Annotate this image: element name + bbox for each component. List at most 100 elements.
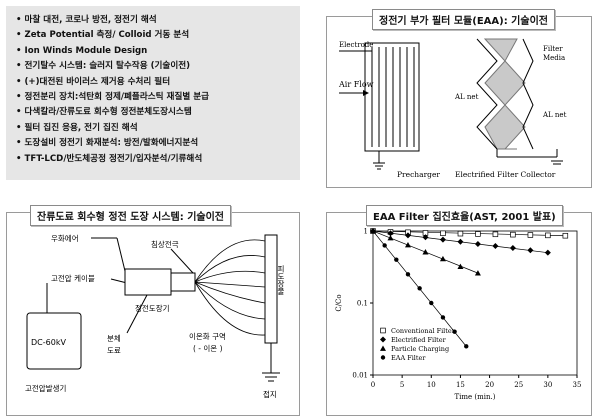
filter-label-1: Filter: [543, 45, 563, 53]
chart-title: EAA Filter 집진효율(AST, 2001 발표): [366, 205, 563, 226]
data-point: [475, 231, 481, 237]
ground-icon: [373, 151, 385, 170]
legend-entry: Electrified Filter: [391, 336, 447, 344]
data-point: [405, 272, 411, 277]
al-net-label-right: AL net: [542, 111, 567, 119]
legend-marker: [380, 327, 386, 334]
data-point: [422, 249, 429, 255]
needle-leader: [170, 248, 194, 274]
legend-marker: [380, 355, 386, 360]
data-point: [440, 315, 446, 320]
data-point: [527, 232, 534, 238]
bullet-item: (+)대전된 바이러스 제거용 수처리 필터: [16, 75, 294, 90]
data-point: [417, 286, 422, 291]
data-point: [527, 247, 534, 254]
electrode-label: Electrode: [339, 41, 373, 49]
y-tick-label: 0.1: [357, 300, 368, 308]
data-point: [457, 238, 464, 245]
legend-entry: EAA Filter: [391, 354, 426, 362]
bullet-item: Zeta Potential 측정/ Colloid 거동 분석: [16, 28, 294, 43]
data-point: [387, 234, 394, 241]
ground-label: 접지: [263, 390, 277, 399]
spray-gun-nozzle: [170, 272, 196, 292]
data-point: [404, 232, 411, 239]
x-axis-label: Time (min.): [455, 393, 496, 401]
psu-label: DC-60kV: [31, 338, 66, 347]
legend-marker: [380, 336, 386, 343]
generator-label: 고전압발생기: [25, 383, 66, 393]
eaa-panel: Electrode Air Flow Precharger Filter Med…: [326, 16, 592, 188]
data-point: [440, 230, 446, 237]
data-point: [387, 230, 394, 237]
precharger-label: Precharger: [397, 170, 440, 179]
hv-cable-label: 고전압 케이블: [51, 273, 95, 283]
collector-label: Electrified Filter Collector: [455, 170, 556, 179]
data-point: [492, 231, 499, 238]
workpiece-label: 피도장물: [277, 265, 286, 296]
al-net-left: [476, 38, 498, 150]
x-tick-label: 35: [573, 381, 582, 389]
powder-label-1: 분체: [107, 333, 121, 343]
data-point: [510, 231, 516, 238]
needle-electrode-label: 침상전극: [151, 239, 179, 249]
data-point: [464, 344, 469, 349]
x-tick-label: 5: [400, 381, 404, 389]
feature-list: 마찰 대전, 코로나 방전, 정전기 해석Zeta Potential 측정/ …: [6, 6, 300, 180]
y-tick-label: 0.01: [352, 372, 368, 380]
x-tick-label: 20: [485, 381, 494, 389]
spray-gun-body: [124, 268, 172, 296]
legend-entry: Particle Charging: [391, 345, 449, 353]
data-point: [394, 257, 399, 262]
bullet-item: 마찰 대전, 코로나 방전, 정전기 해석: [16, 13, 294, 28]
precharger-frame: [364, 42, 420, 152]
power-supply-box: [26, 312, 82, 370]
bullet-item: TFT-LCD/반도체공정 정전기/입자분석/기류해석: [16, 152, 294, 167]
ion-zone-label: 이온화 구역: [189, 331, 226, 341]
bullet-item: 필터 집진 응용, 전기 집진 해석: [16, 121, 294, 136]
coating-panel: 우화에어 고전압 케이블 정전도장기 침상전극 피도장물 접지 분체: [6, 212, 300, 416]
data-point: [429, 300, 434, 306]
eaa-diagram: Electrode Air Flow Precharger Filter Med…: [338, 38, 567, 179]
field-lines: [194, 239, 266, 336]
data-point: [509, 245, 516, 252]
data-point: [439, 255, 446, 262]
data-point: [404, 241, 411, 248]
al-net-right: [522, 38, 534, 150]
neg-ion-label: ( - 이온 ): [193, 343, 223, 353]
data-point: [492, 242, 499, 249]
x-tick-label: 25: [514, 381, 523, 389]
compressed-air-label: 우화에어: [51, 233, 79, 243]
x-tick-label: 0: [371, 381, 375, 389]
legend-marker: [380, 345, 386, 351]
bullet-item: 정전분리 장치:석탄회 정제/폐플라스틱 재질별 분급: [16, 90, 294, 105]
workpiece-plate: [264, 234, 278, 344]
x-tick-label: 10: [427, 381, 436, 389]
bullet-item: 전기탈수 시스템: 슬러지 탈수작용 (기술이전): [16, 59, 294, 74]
coating-title: 잔류도료 회수형 정전 도장 시스템: 기술이전: [30, 205, 232, 226]
y-tick-label: 1: [364, 228, 368, 236]
data-point: [457, 230, 464, 237]
data-point: [370, 228, 376, 234]
filter-media-zigzag: [483, 38, 526, 150]
air-flow-label: Air Flow: [338, 80, 374, 89]
filter-label-2: Media: [543, 54, 565, 62]
eaa-title: 정전기 부가 필터 모듈(EAA): 기술이전: [372, 9, 555, 30]
legend-entry: Conventional Filter: [391, 327, 456, 335]
data-point: [545, 232, 551, 239]
al-net-label-left: AL net: [454, 93, 479, 101]
x-tick-label: 15: [456, 381, 465, 389]
data-point: [452, 329, 457, 334]
bullet-item: 도장설비 정전기 화재분석: 방전/발화에너지분석: [16, 136, 294, 151]
air-flow-arrowhead: [363, 90, 369, 96]
bullet-item: 다색칼라/잔류도료 회수형 정전분체도장시스템: [16, 105, 294, 120]
series-line: [372, 230, 566, 237]
electrode-plates: [371, 47, 415, 147]
bullet-item: Ion Winds Module Design: [16, 44, 294, 59]
y-axis-label: C/Co: [335, 294, 343, 311]
data-point: [474, 240, 481, 247]
ground-icon: [262, 372, 280, 382]
data-point: [562, 232, 569, 239]
data-point: [382, 243, 387, 248]
